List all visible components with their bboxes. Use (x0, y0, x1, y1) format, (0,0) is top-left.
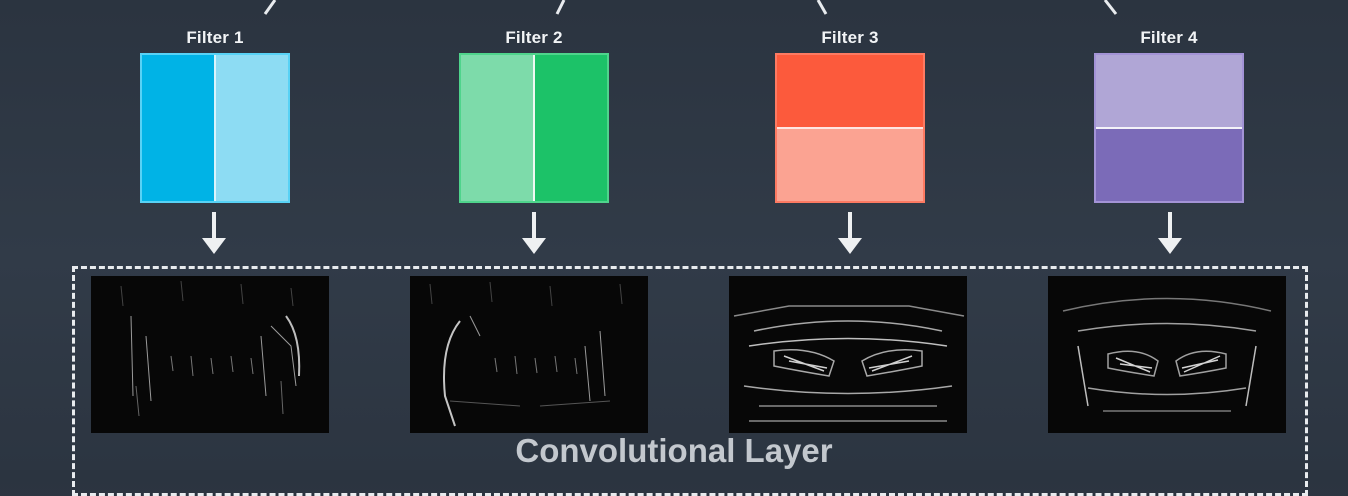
filter-2-title: Filter 2 (505, 28, 563, 47)
filter-3-top-half (777, 55, 923, 129)
filter-1-right-half (216, 55, 288, 201)
feature-map-2 (410, 276, 648, 433)
filter-3-title: Filter 3 (821, 28, 879, 47)
feature-map-4 (1048, 276, 1286, 433)
filter-4-bottom-half (1096, 129, 1242, 201)
filter-3-box (775, 53, 925, 203)
filter-1-title: Filter 1 (186, 28, 244, 47)
filter-4-box (1094, 53, 1244, 203)
filter-2-left-half (461, 55, 535, 201)
convolutional-layer-label: Convolutional Layer (515, 432, 833, 469)
arrow-down-icon (202, 212, 226, 254)
arrow-down-icon (838, 212, 862, 254)
filter-1-box (140, 53, 290, 203)
arrow-down-icon (1158, 212, 1182, 254)
arrow-down-icon (522, 212, 546, 254)
filter-2-right-half (535, 55, 607, 201)
feature-map-3 (729, 276, 967, 433)
filter-1-left-half (142, 55, 216, 201)
connector-lines (263, 0, 1118, 15)
filter-4-top-half (1096, 55, 1242, 129)
feature-map-1 (91, 276, 329, 433)
filter-3-bottom-half (777, 129, 923, 201)
filter-2-box (459, 53, 609, 203)
filter-4-title: Filter 4 (1140, 28, 1198, 47)
